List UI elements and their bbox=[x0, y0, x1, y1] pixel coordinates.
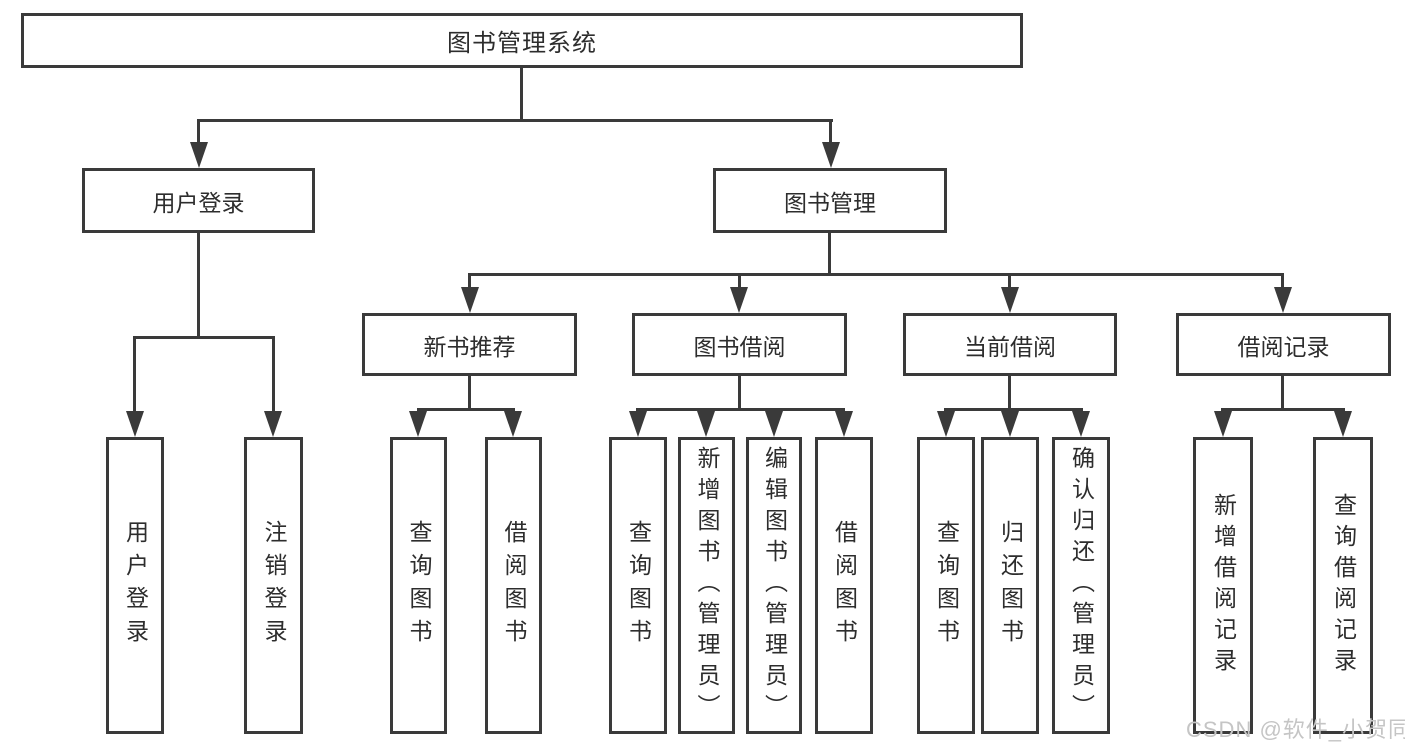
arrowhead-c-return bbox=[1001, 411, 1019, 437]
connector-book-mgmt-stem bbox=[828, 231, 831, 273]
arrowhead-n-query bbox=[409, 411, 427, 437]
node-user-login: 用户登录 bbox=[82, 168, 315, 233]
connector-book-borrow-rail bbox=[636, 408, 845, 411]
arrowhead-b-edit bbox=[765, 411, 783, 437]
leaf-label: 用户登录 bbox=[122, 519, 149, 652]
arrowhead-c-query bbox=[937, 411, 955, 437]
leaf-add-borrow-record: 新增借阅记录 bbox=[1193, 437, 1253, 734]
arrowhead-book-borrow bbox=[730, 287, 748, 313]
node-label: 借阅记录 bbox=[1237, 333, 1330, 360]
leaf-label: 确认归还（管理员） bbox=[1068, 446, 1095, 725]
leaf-label: 编辑图书（管理员） bbox=[761, 446, 788, 725]
node-library-management-system: 图书管理系统 bbox=[21, 13, 1023, 68]
connector-current-borrow-stem bbox=[1008, 374, 1011, 408]
leaf-label: 借阅图书 bbox=[501, 519, 527, 652]
connector-current-borrow-rail bbox=[944, 408, 1083, 411]
connector-drop-book-mgmt bbox=[829, 119, 832, 147]
node-label: 用户登录 bbox=[152, 189, 245, 216]
leaf-label: 归还图书 bbox=[997, 519, 1024, 652]
leaf-query-books-current: 查询图书 bbox=[917, 437, 975, 734]
connector-drop-current-borrow bbox=[1008, 273, 1011, 291]
arrowhead-leaf-user-login bbox=[126, 411, 144, 437]
node-book-borrowing: 图书借阅 bbox=[632, 313, 847, 376]
connector-drop-borrow-records bbox=[1281, 273, 1284, 291]
connector-drop-new-book-rec bbox=[468, 273, 471, 291]
connector-drop-user-login bbox=[197, 119, 200, 147]
leaf-label: 查询图书 bbox=[933, 519, 960, 652]
leaf-query-books-borrow: 查询图书 bbox=[609, 437, 667, 734]
leaf-confirm-return-admin: 确认归还（管理员） bbox=[1052, 437, 1110, 734]
node-book-management: 图书管理 bbox=[713, 168, 947, 233]
connector-book-borrow-stem bbox=[738, 374, 741, 408]
connector-user-login-stem bbox=[197, 231, 200, 336]
arrowhead-leaf-logout bbox=[264, 411, 282, 437]
arrowhead-c-confirm bbox=[1072, 411, 1090, 437]
node-label: 图书借阅 bbox=[693, 333, 786, 360]
node-new-book-recommendation: 新书推荐 bbox=[362, 313, 577, 376]
connector-new-book-rec-stem bbox=[468, 374, 471, 408]
arrowhead-borrow-records bbox=[1274, 287, 1292, 313]
node-label: 图书管理 bbox=[784, 189, 876, 216]
leaf-label: 新增图书（管理员） bbox=[694, 446, 720, 725]
leaf-label: 注销登录 bbox=[261, 519, 287, 652]
connector-drop-leaf-user-login bbox=[133, 336, 136, 414]
leaf-label: 新增借阅记录 bbox=[1210, 492, 1237, 679]
arrowhead-n-borrow bbox=[504, 411, 522, 437]
leaf-borrow-books: 借阅图书 bbox=[815, 437, 873, 734]
connector-root-rail bbox=[197, 119, 833, 122]
connector-borrow-records-stem bbox=[1281, 374, 1284, 408]
connector-book-mgmt-rail bbox=[468, 273, 1284, 276]
arrowhead-b-borrow bbox=[835, 411, 853, 437]
arrowhead-r-query bbox=[1334, 411, 1352, 437]
leaf-logout: 注销登录 bbox=[244, 437, 303, 734]
leaf-query-borrow-record: 查询借阅记录 bbox=[1313, 437, 1373, 734]
arrowhead-user-login bbox=[190, 142, 208, 168]
connector-drop-book-borrow bbox=[738, 273, 741, 291]
leaf-add-books-admin: 新增图书（管理员） bbox=[678, 437, 735, 734]
arrowhead-b-add bbox=[697, 411, 715, 437]
arrowhead-new-book-rec bbox=[461, 287, 479, 313]
connector-user-login-rail bbox=[133, 336, 275, 339]
connector-root-stem bbox=[520, 66, 523, 121]
leaf-user-login: 用户登录 bbox=[106, 437, 164, 734]
connector-drop-leaf-logout bbox=[272, 336, 275, 414]
node-label: 新书推荐 bbox=[423, 333, 516, 360]
node-borrowing-records: 借阅记录 bbox=[1176, 313, 1391, 376]
leaf-edit-books-admin: 编辑图书（管理员） bbox=[746, 437, 802, 734]
connector-new-book-rec-rail bbox=[417, 408, 515, 411]
arrowhead-b-query bbox=[629, 411, 647, 437]
leaf-label: 查询图书 bbox=[625, 519, 652, 652]
leaf-borrow-books-recommend: 借阅图书 bbox=[485, 437, 542, 734]
arrowhead-book-mgmt bbox=[822, 142, 840, 168]
leaf-label: 查询借阅记录 bbox=[1330, 492, 1357, 679]
node-current-borrowing: 当前借阅 bbox=[903, 313, 1117, 376]
leaf-query-books-recommend: 查询图书 bbox=[390, 437, 447, 734]
arrowhead-r-add bbox=[1214, 411, 1232, 437]
leaf-label: 查询图书 bbox=[406, 519, 432, 652]
connector-borrow-records-rail bbox=[1221, 408, 1345, 411]
node-label: 当前借阅 bbox=[964, 333, 1056, 360]
node-label: 图书管理系统 bbox=[447, 30, 597, 57]
arrowhead-current-borrow bbox=[1001, 287, 1019, 313]
csdn-watermark: CSDN @软件_小贺同学 bbox=[1186, 717, 1405, 742]
leaf-return-books: 归还图书 bbox=[981, 437, 1039, 734]
leaf-label: 借阅图书 bbox=[831, 519, 858, 652]
